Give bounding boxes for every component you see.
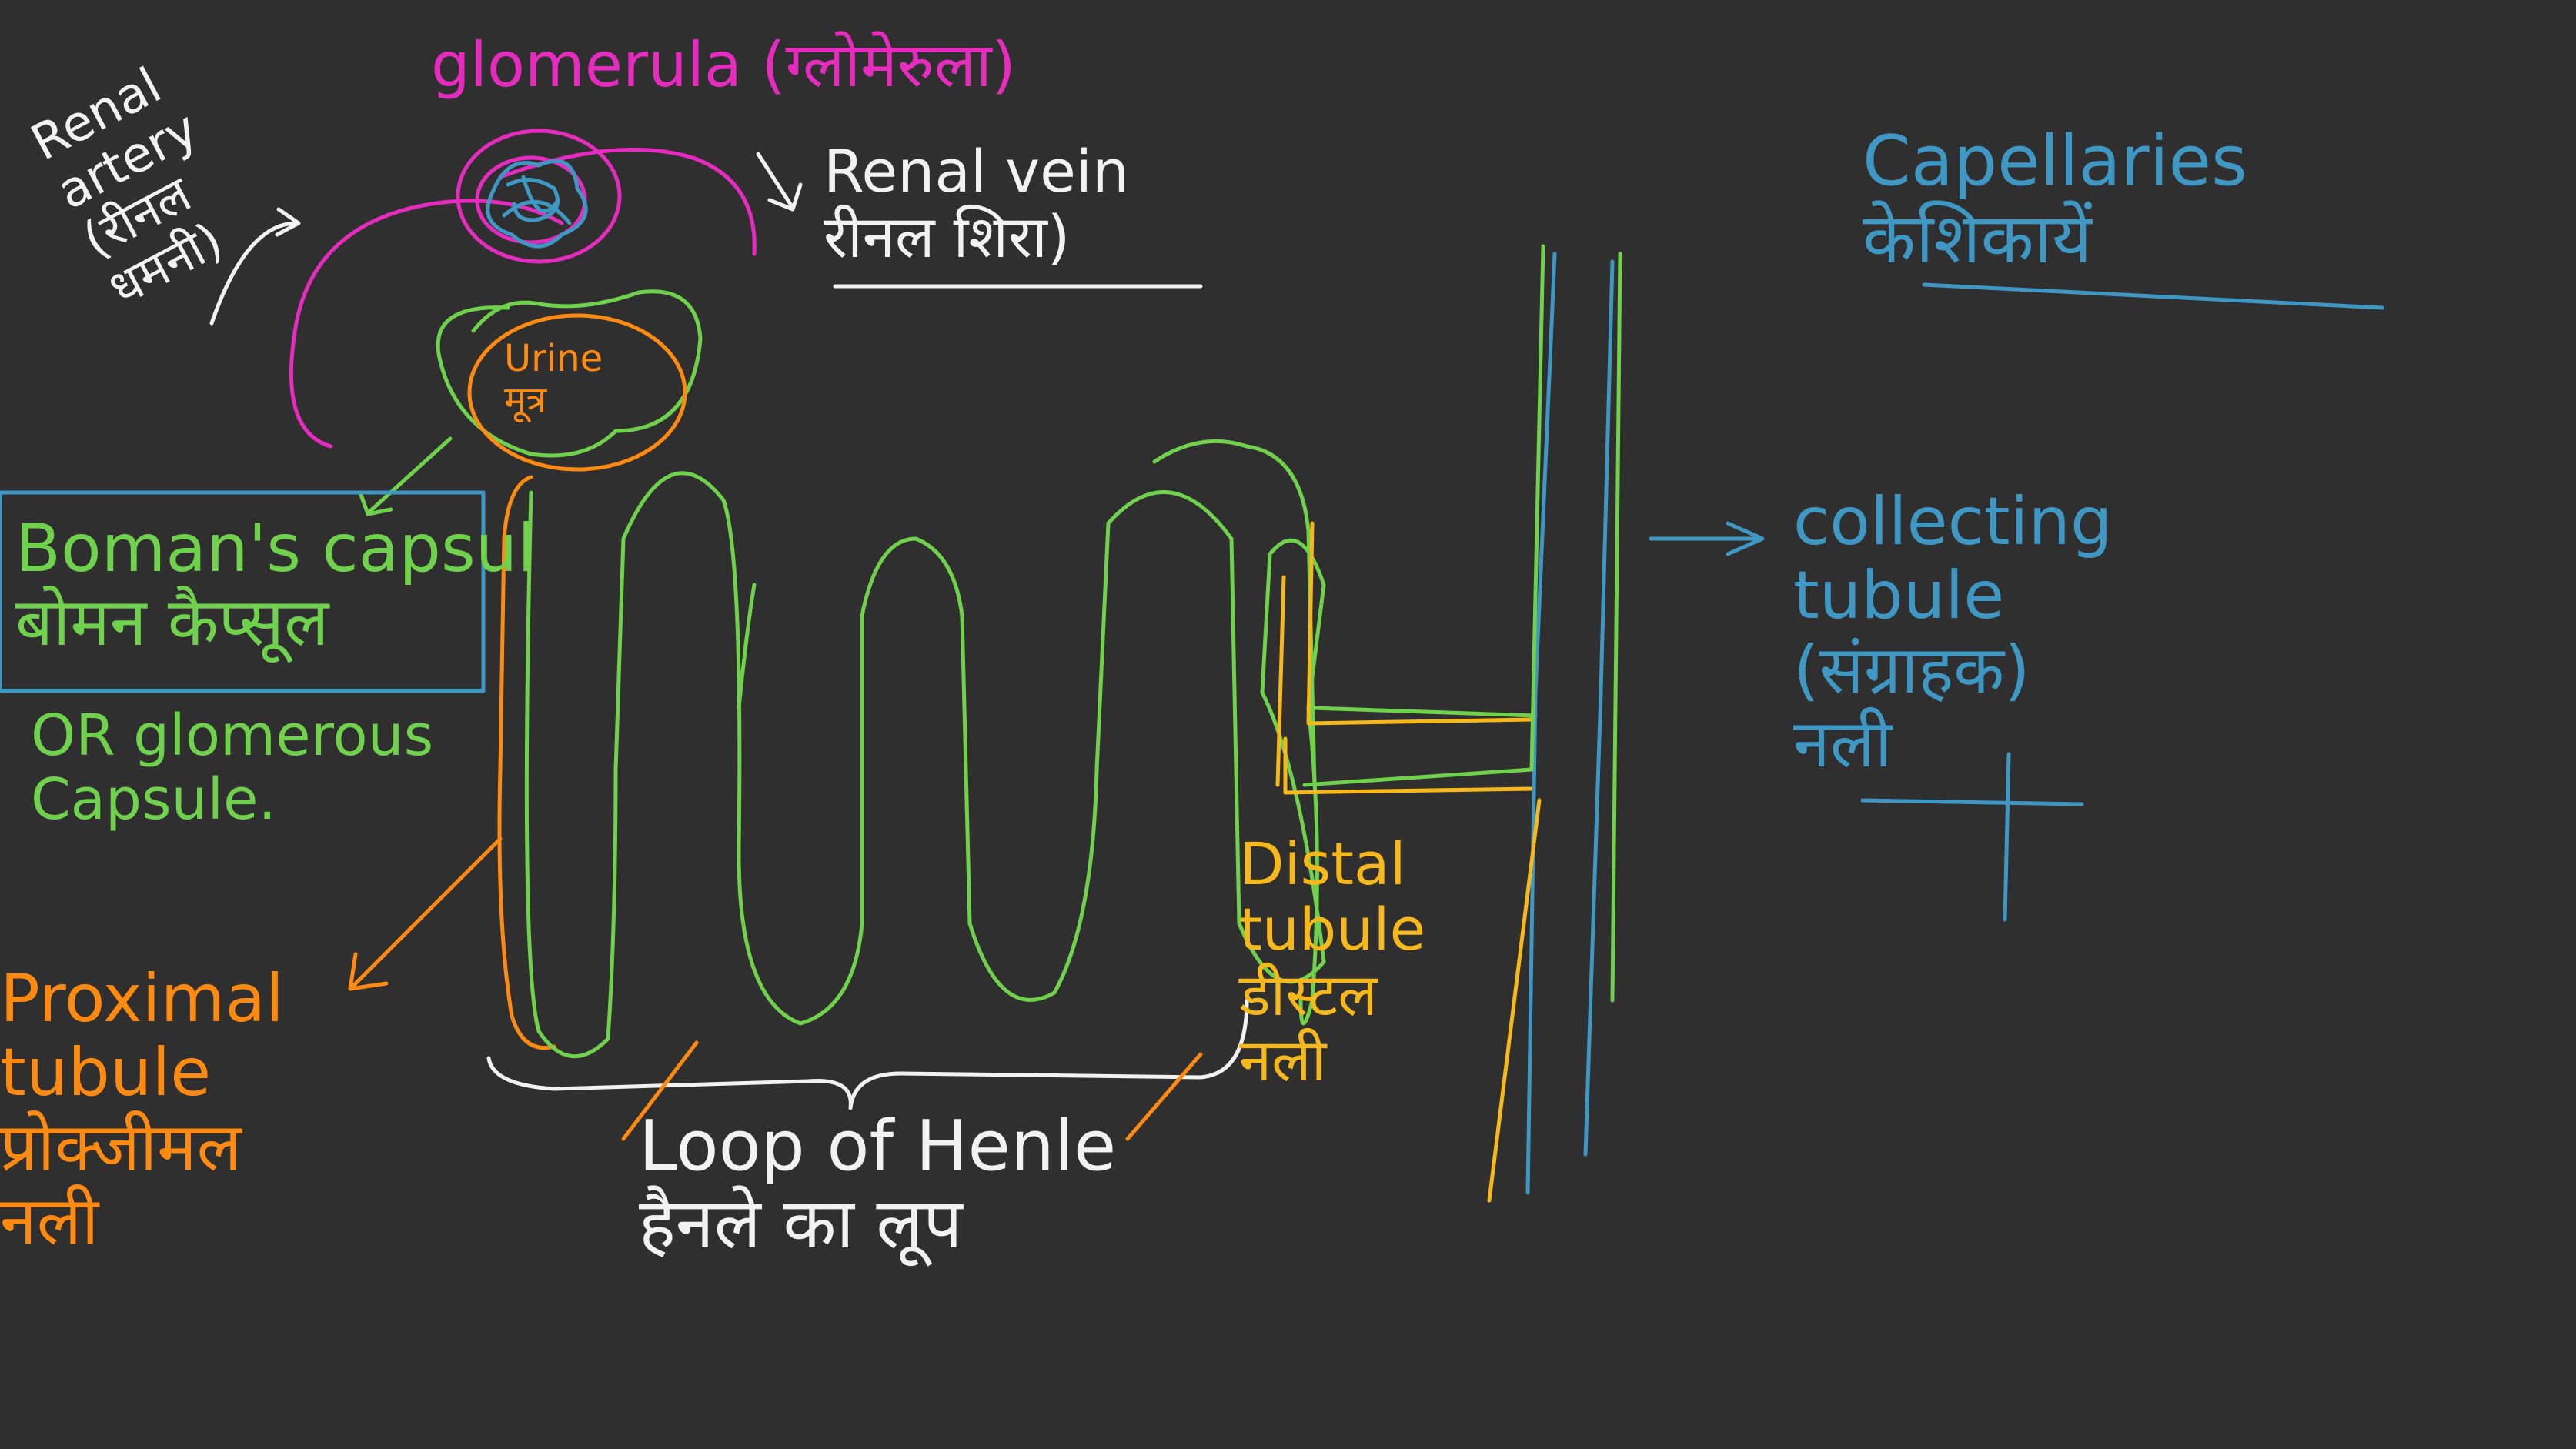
proximal-tubule-label: Proximal tubule प्रोक्जीमल नली (0, 960, 284, 1260)
renal-vein-vessel (498, 147, 757, 256)
collecting-underline (1860, 752, 2084, 922)
proximal-tubule (497, 475, 556, 1050)
renal-vein-label: Renal vein रीनल शिरा) (824, 137, 1130, 272)
collecting-duct (1525, 252, 1615, 1195)
distal-tubule-label: Distal tubule डीस्टल नली (1239, 830, 1426, 1095)
collecting-duct-yellow (1487, 798, 1542, 1203)
bowmans-capsule-label: Boman's capsul बोमन कैप्सूल (15, 510, 536, 662)
bowmans-capsule-outline (436, 289, 703, 458)
loop-brace-ticks (621, 1040, 1203, 1141)
collecting-arrow (1649, 521, 1765, 556)
capillaries-underline (1922, 282, 2384, 310)
glomerulus-tuft (456, 129, 622, 264)
descending-limb (737, 439, 1317, 787)
proximal-pointer-arrow (348, 836, 503, 991)
urine-chamber (467, 313, 687, 472)
distal-tubule (1275, 521, 1534, 795)
distal-tubule-green (1302, 706, 1538, 787)
glomerous-capsule-label: OR glomerous Capsule. (31, 703, 434, 833)
loop-brace (486, 998, 1249, 1110)
loop-of-henle (524, 471, 1326, 1059)
renal-artery-vessel (289, 199, 564, 449)
bowmans-capsule-box (0, 490, 486, 693)
urine-label: Urine मूत्र (504, 337, 603, 422)
renal-vein-arrow (756, 152, 803, 212)
collecting-duct-green (1529, 244, 1622, 1003)
glomerula-label: glomerula (ग्लोमेरुला) (431, 29, 1016, 101)
capsule-pointer-arrow (358, 436, 453, 516)
renal-artery-arrow (209, 207, 301, 326)
loop-of-henle-label: Loop of Henle हैनले का लूप (639, 1106, 1117, 1264)
collecting-tubule-label: collecting tubule (संग्राहक) नली (1793, 483, 2113, 783)
capillaries-label: Capellaries केशिकायें (1863, 121, 2247, 279)
